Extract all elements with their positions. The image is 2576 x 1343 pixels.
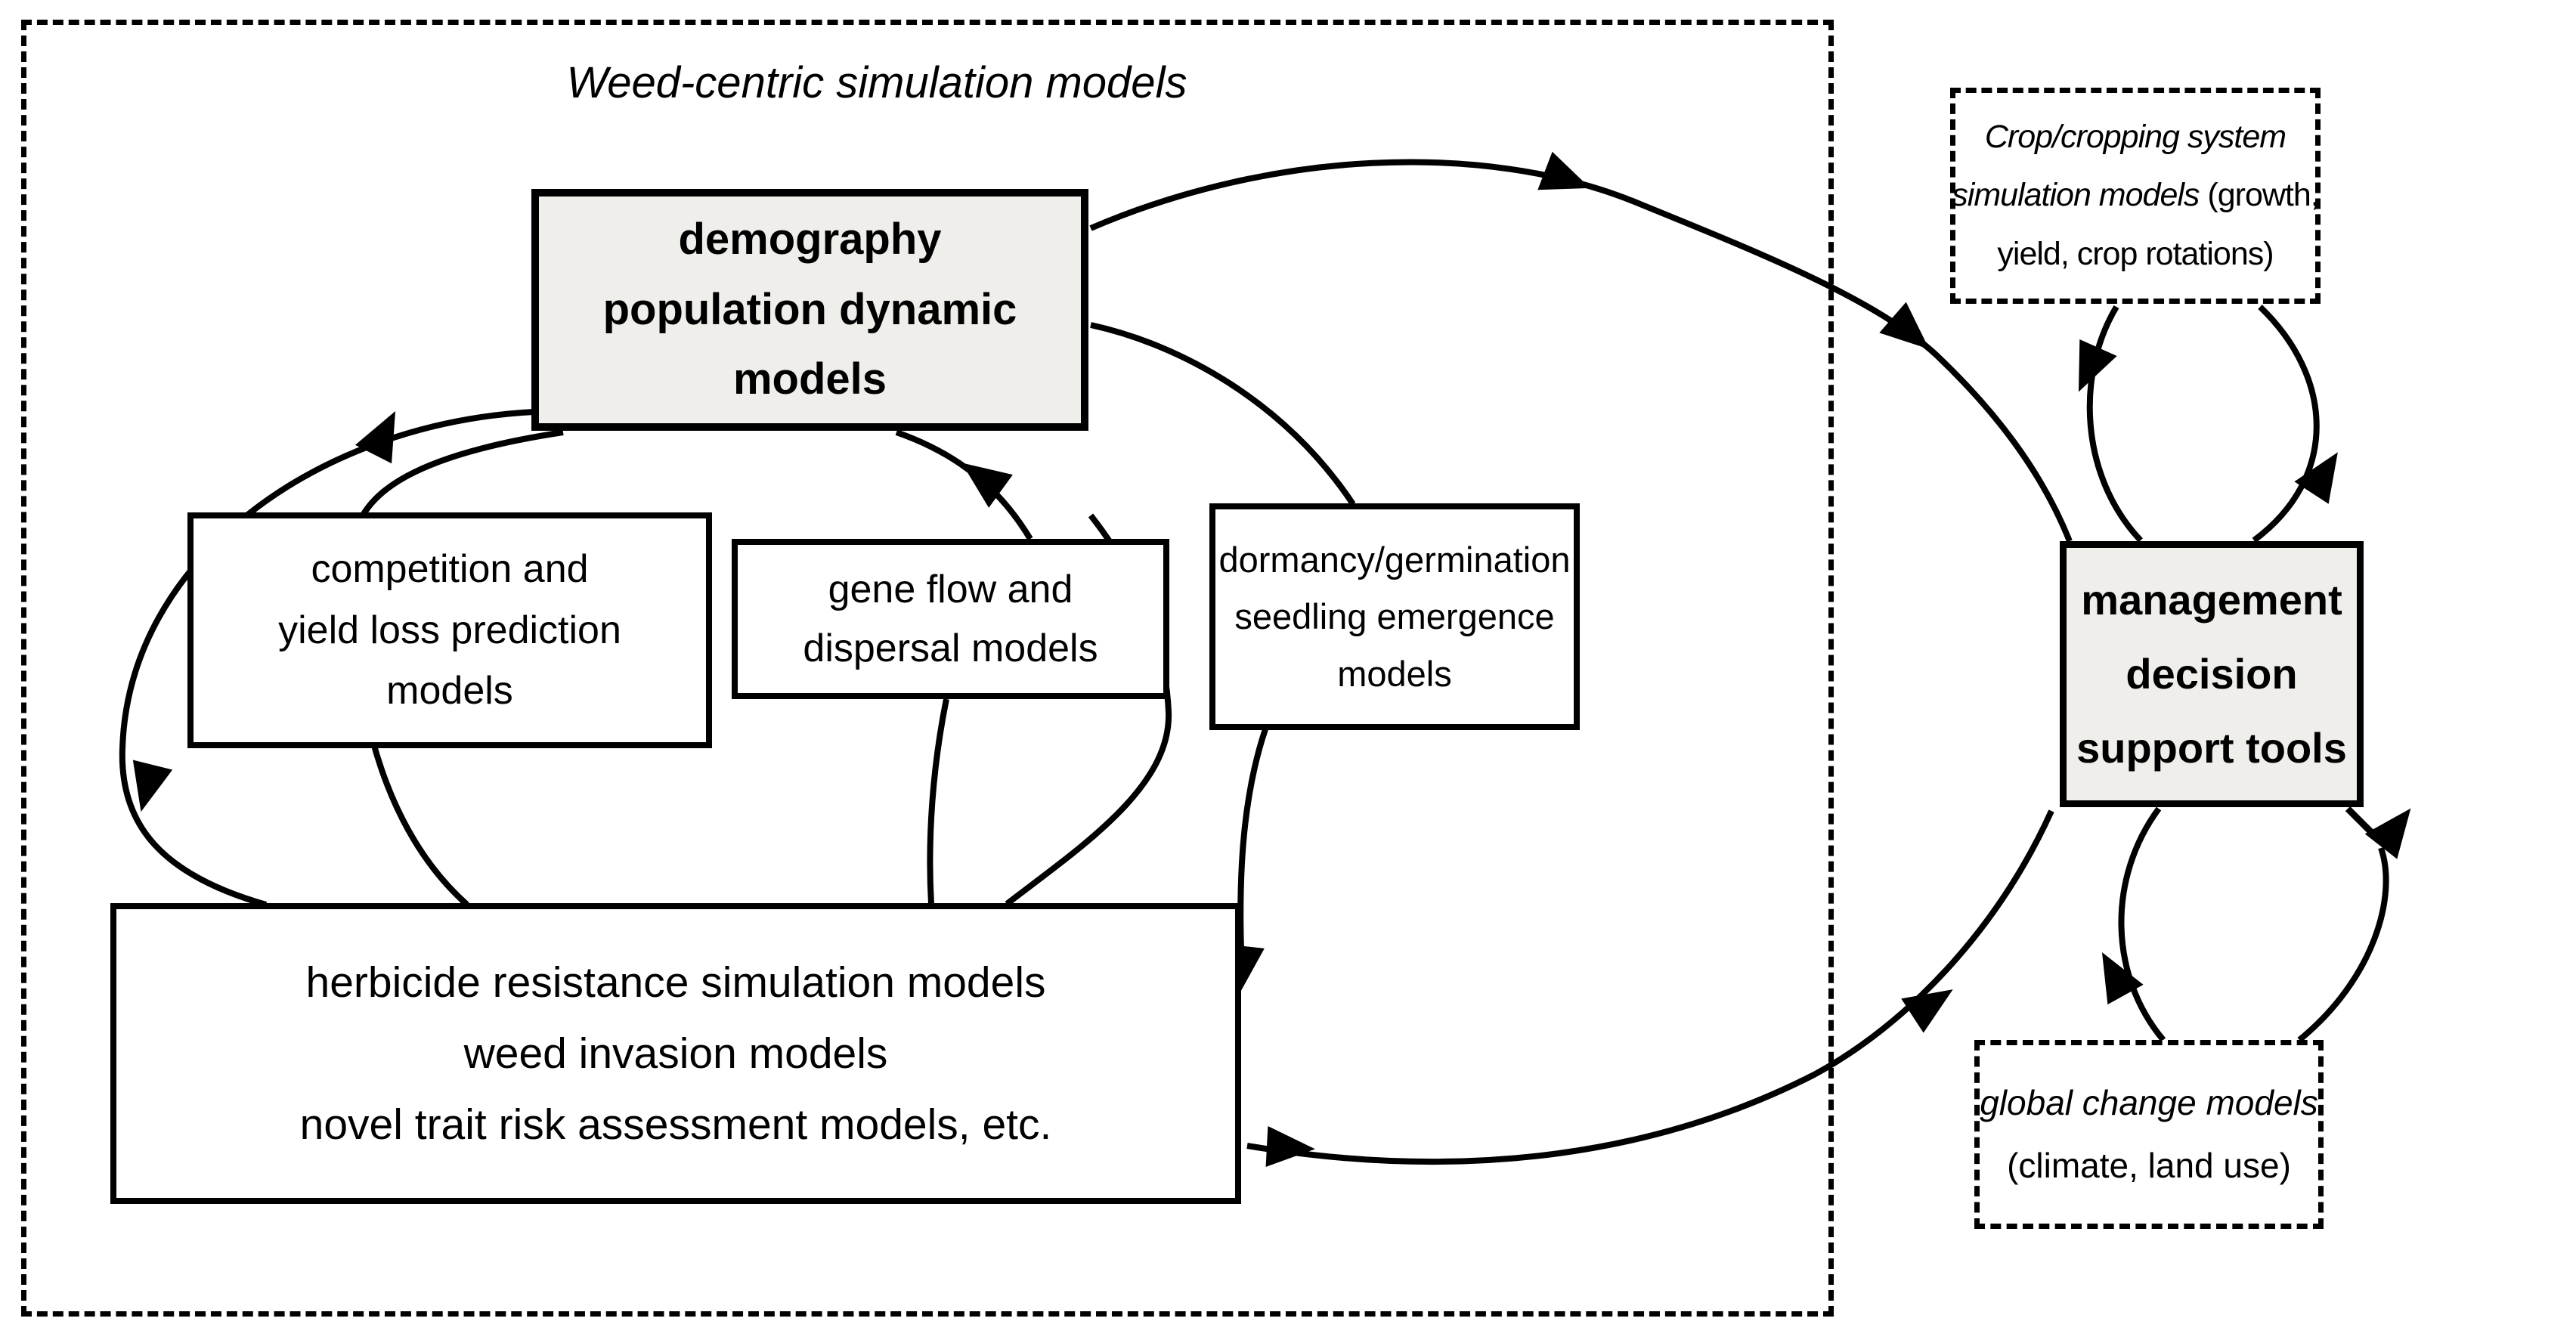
- box-line: novel trait risk assessment models, etc.: [299, 1100, 1052, 1150]
- arrowhead-icon: [2078, 339, 2117, 392]
- arrow-management-bottom-stub: [2345, 806, 2382, 843]
- arrow-globalchange-to-management-right: [2297, 846, 2389, 1043]
- box-line: population dynamic: [602, 284, 1017, 334]
- arrow-crop-to-management: [2086, 305, 2143, 543]
- competition-yield-loss-models-box: competition and yield loss prediction mo…: [187, 512, 712, 748]
- box-line: management: [2081, 576, 2342, 624]
- arrowhead-icon: [2364, 808, 2411, 859]
- box-line: herbicide resistance simulation models: [305, 958, 1046, 1007]
- box-line: (climate, land use): [2007, 1146, 2291, 1185]
- box-line-italic-part: simulation models: [1952, 177, 2200, 214]
- box-line: dispersal models: [803, 627, 1098, 670]
- box-line-regular-part: (growth,: [2199, 177, 2319, 214]
- arrowhead-icon: [1901, 989, 1953, 1033]
- box-line: global change models: [1980, 1083, 2318, 1123]
- arrowhead-icon: [1879, 302, 1930, 349]
- box-line: dormancy/germination: [1218, 540, 1571, 580]
- global-change-models-box: global change models (climate, land use): [1974, 1040, 2324, 1229]
- box-line: models: [386, 669, 513, 713]
- management-decision-support-tools-box: management decision support tools: [2060, 541, 2364, 807]
- arrowhead-icon: [2294, 452, 2338, 504]
- box-line: competition and: [311, 547, 589, 592]
- weed-centric-dashed-border: [21, 20, 1834, 1317]
- arrowhead-icon: [2101, 952, 2144, 1005]
- box-line: models: [732, 354, 887, 404]
- arrow-globalchange-to-management-left: [2118, 806, 2166, 1042]
- box-line: Crop/cropping system: [1984, 118, 2287, 155]
- box-line: gene flow and: [828, 568, 1073, 611]
- box-line: weed invasion models: [463, 1029, 888, 1078]
- box-line: yield, crop rotations): [1997, 235, 2274, 272]
- box-line: decision: [2126, 650, 2298, 698]
- box-line: seedling emergence: [1234, 596, 1555, 637]
- herbicide-resistance-models-box: herbicide resistance simulation models w…: [110, 903, 1241, 1204]
- box-line: models: [1337, 653, 1452, 694]
- box-line: yield loss prediction: [278, 608, 621, 652]
- demography-population-dynamic-models-box: demography population dynamic models: [531, 189, 1088, 431]
- box-line: simulation models (growth,: [1952, 166, 2319, 224]
- gene-flow-dispersal-models-box: gene flow and dispersal models: [732, 539, 1169, 699]
- box-line: demography: [678, 214, 942, 264]
- dormancy-germination-models-box: dormancy/germination seedling emergence …: [1209, 503, 1580, 730]
- arrow-management-to-crop: [2252, 305, 2320, 543]
- box-line: support tools: [2076, 724, 2347, 772]
- weed-centric-title: Weed-centric simulation models: [566, 58, 1187, 107]
- crop-system-simulation-models-box: Crop/cropping system simulation models (…: [1950, 88, 2321, 304]
